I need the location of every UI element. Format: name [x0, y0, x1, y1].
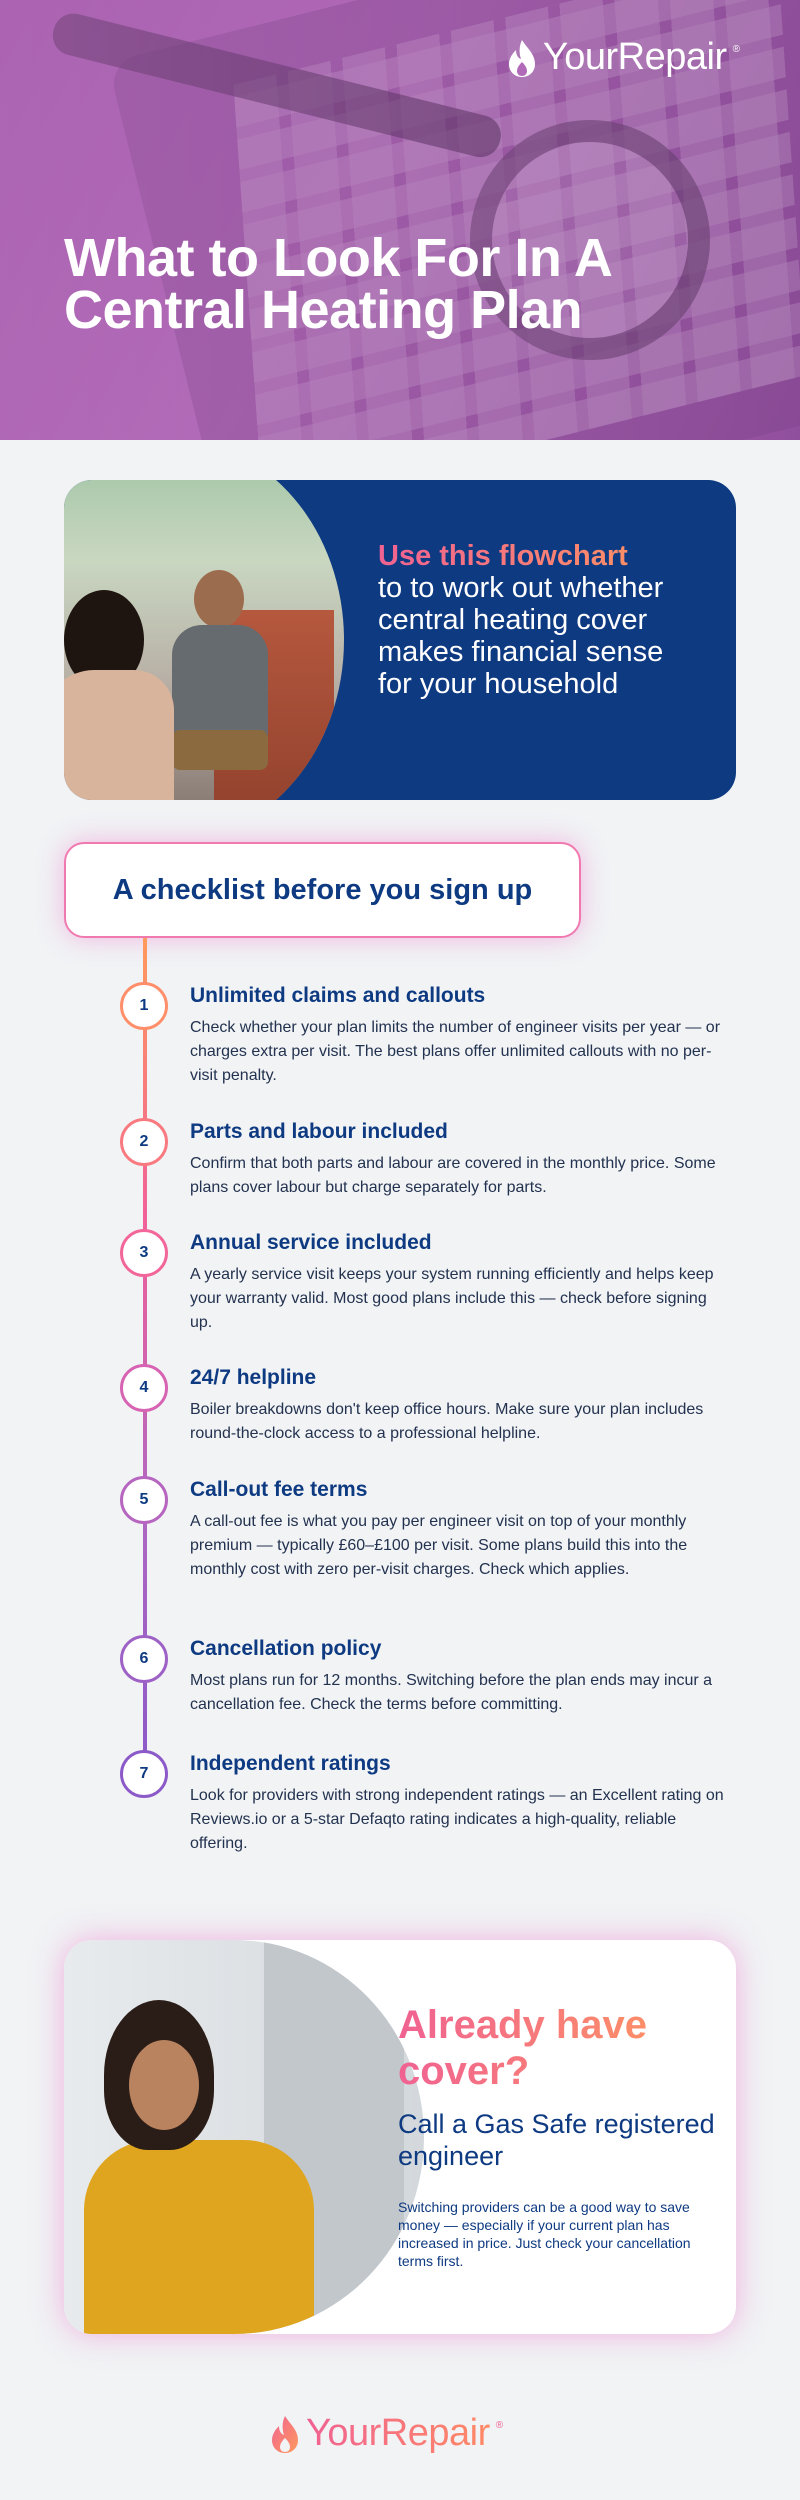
intro-accent: Use this flowchart: [378, 540, 698, 572]
registered-mark: ®: [495, 2420, 504, 2431]
woman-face: [129, 2040, 199, 2130]
brand-name: YourRepair: [306, 2412, 490, 2454]
step-number-badge: 1: [120, 982, 168, 1030]
registered-mark: ®: [732, 44, 740, 55]
step-description: Look for providers with strong independe…: [190, 1787, 724, 1852]
step-title: 24/7 helpline: [190, 1366, 317, 1389]
step-description: Confirm that both parts and labour are c…: [190, 1155, 716, 1196]
cta-title: Already have cover?: [398, 2002, 718, 2094]
header-logo[interactable]: YourRepair ®: [507, 36, 740, 79]
engineer-photo: [64, 480, 344, 800]
step-number-badge: 5: [120, 1476, 168, 1524]
intro-card: Use this flowchart to to work out whethe…: [64, 480, 736, 800]
step-title: Call-out fee terms: [190, 1478, 368, 1501]
step-title: Unlimited claims and callouts: [190, 984, 486, 1007]
woman-figure: [74, 2000, 314, 2334]
tool-belt: [172, 730, 268, 770]
step-number-badge: 4: [120, 1364, 168, 1412]
step-title: Cancellation policy: [190, 1637, 382, 1660]
intro-body: to to work out whether central heating c…: [378, 572, 664, 700]
homeowner-top: [64, 670, 174, 800]
step-number-badge: 2: [120, 1118, 168, 1166]
step-number-badge: 6: [120, 1635, 168, 1683]
cta-card: Already have cover? Call a Gas Safe regi…: [64, 1940, 736, 2334]
step-title: Parts and labour included: [190, 1120, 448, 1143]
step-description: Check whether your plan limits the numbe…: [190, 1019, 721, 1084]
step-number-badge: 3: [120, 1229, 168, 1277]
footer-logo[interactable]: YourRepair ®: [270, 2412, 503, 2455]
homeowner-figure: [64, 590, 174, 800]
timeline-line: [143, 938, 147, 1758]
engineer-head: [194, 570, 244, 628]
checklist-header: A checklist before you sign up: [64, 842, 581, 938]
step-number-badge: 7: [120, 1750, 168, 1798]
cta-body: Switching providers can be a good way to…: [398, 2199, 691, 2269]
hero-banner: YourRepair ® What to Look For In A Centr…: [0, 0, 800, 440]
intro-text: Use this flowchart to to work out whethe…: [378, 540, 698, 700]
step-description: A call-out fee is what you pay per engin…: [190, 1513, 688, 1578]
page-title: What to Look For In A Central Heating Pl…: [64, 228, 611, 340]
hero-overlay: [0, 0, 800, 440]
engineer-figure: [164, 570, 274, 800]
step-description: A yearly service visit keeps your system…: [190, 1266, 714, 1331]
cta-subtitle: Call a Gas Safe registered engineer: [398, 2109, 715, 2171]
checklist-title: A checklist before you sign up: [112, 873, 533, 906]
brand-name: YourRepair: [542, 36, 727, 78]
step-description: Most plans run for 12 months. Switching …: [190, 1672, 713, 1713]
yellow-shirt: [84, 2140, 314, 2334]
flame-icon: [507, 38, 537, 78]
woman-on-phone-photo: [64, 1940, 424, 2334]
step-title: Independent ratings: [190, 1752, 391, 1775]
flame-icon: [270, 2414, 300, 2454]
step-title: Annual service included: [190, 1231, 432, 1254]
step-description: Boiler breakdowns don't keep office hour…: [190, 1401, 704, 1442]
